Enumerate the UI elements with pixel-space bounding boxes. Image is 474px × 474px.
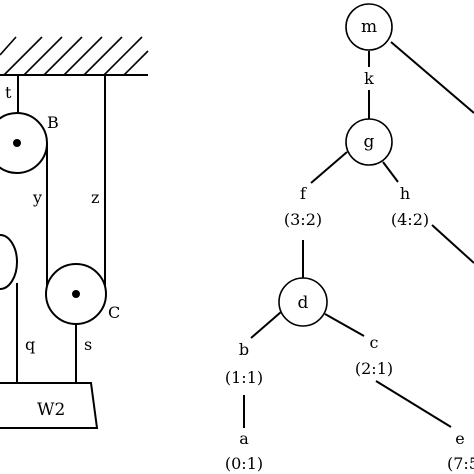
ceiling-hatching xyxy=(0,36,149,76)
weight-w2-label: W2 xyxy=(37,400,65,420)
edge-label-e: e xyxy=(455,429,464,448)
edge-g-h xyxy=(382,161,399,183)
edge-label-f: f xyxy=(300,184,307,203)
rope-t-label: t xyxy=(5,83,12,102)
pulley-system: B C t y z q s W2 xyxy=(0,36,149,429)
ratio-c: (2:1) xyxy=(355,359,393,378)
edge-h-right xyxy=(431,224,474,264)
edge-d-b xyxy=(250,311,282,339)
ratio-h: (4:2) xyxy=(391,210,429,229)
weight-w2: W2 xyxy=(0,382,99,429)
edge-label-c: c xyxy=(370,333,379,352)
rope-q-label: q xyxy=(25,335,35,354)
pulley-left-partial xyxy=(0,234,18,290)
edge-m-right xyxy=(390,41,474,114)
pulley-b-axle xyxy=(13,139,21,147)
tree-node-d: d xyxy=(278,277,328,327)
rope-y-label: y xyxy=(32,188,42,207)
ratio-f: (3:2) xyxy=(284,210,322,229)
edge-label-a: a xyxy=(239,429,249,448)
pulley-c: C xyxy=(45,263,120,325)
pulley-c-axle xyxy=(72,290,80,298)
tree-node-m: m xyxy=(345,3,393,51)
edge-g-f xyxy=(310,151,348,184)
rope-s-label: s xyxy=(84,335,92,354)
rope-z-label: z xyxy=(91,188,99,207)
ceiling xyxy=(0,36,149,76)
edge-c-e xyxy=(375,380,452,428)
pulley-c-label: C xyxy=(108,303,120,322)
tree-node-m-circle xyxy=(345,3,393,51)
edge-d-c xyxy=(324,313,365,337)
tree-node-g-label: g xyxy=(364,132,375,152)
weight-w2-shape xyxy=(0,382,99,429)
tree-node-g: g xyxy=(345,118,393,166)
ratio-a: (0:1) xyxy=(225,454,263,473)
edge-label-k: k xyxy=(364,69,374,88)
pulley-b-label: B xyxy=(47,113,59,132)
ratio-e: (7:5 xyxy=(447,454,474,473)
tree-node-m-label: m xyxy=(361,17,377,37)
tree-node-g-circle xyxy=(345,118,393,166)
edge-label-h: h xyxy=(400,184,410,203)
pulley-b: B xyxy=(0,112,59,174)
ratio-b: (1:1) xyxy=(225,368,263,387)
pulley-b-wheel xyxy=(0,112,48,174)
edge-label-b: b xyxy=(239,340,249,359)
tree-node-d-circle xyxy=(278,277,328,327)
tree-diagram: m g d k f (3:2) h (4:2) b (1:1) c (2:1) … xyxy=(225,3,474,473)
tree-node-d-label: d xyxy=(298,293,309,313)
